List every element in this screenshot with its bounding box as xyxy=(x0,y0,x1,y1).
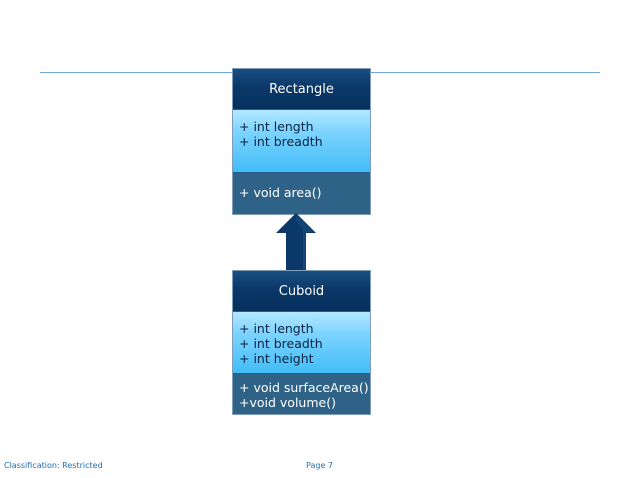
method-volume: +void volume() xyxy=(239,395,336,410)
method-surface-area: + void surfaceArea() xyxy=(239,380,369,395)
classification-label: Classification: Restricted xyxy=(4,461,103,470)
attribute-length: + int length xyxy=(239,321,314,336)
class-name-rectangle: Rectangle xyxy=(233,69,370,110)
attributes-rectangle: + int length + int breadth xyxy=(233,110,370,173)
class-box-rectangle: Rectangle + int length + int breadth + v… xyxy=(232,68,371,215)
attribute-breadth: + int breadth xyxy=(239,336,323,351)
attributes-cuboid: + int length + int breadth + int height xyxy=(233,312,370,374)
class-box-cuboid: Cuboid + int length + int breadth + int … xyxy=(232,270,371,415)
methods-rectangle: + void area() xyxy=(233,173,370,214)
method-area: + void area() xyxy=(239,185,322,200)
attribute-breadth: + int breadth xyxy=(239,134,323,149)
attribute-height: + int height xyxy=(239,351,314,366)
page-number: Page 7 xyxy=(306,461,333,470)
class-name-cuboid: Cuboid xyxy=(233,271,370,312)
methods-cuboid: + void surfaceArea() +void volume() xyxy=(233,374,370,414)
inheritance-arrow-icon xyxy=(276,213,316,271)
attribute-length: + int length xyxy=(239,119,314,134)
